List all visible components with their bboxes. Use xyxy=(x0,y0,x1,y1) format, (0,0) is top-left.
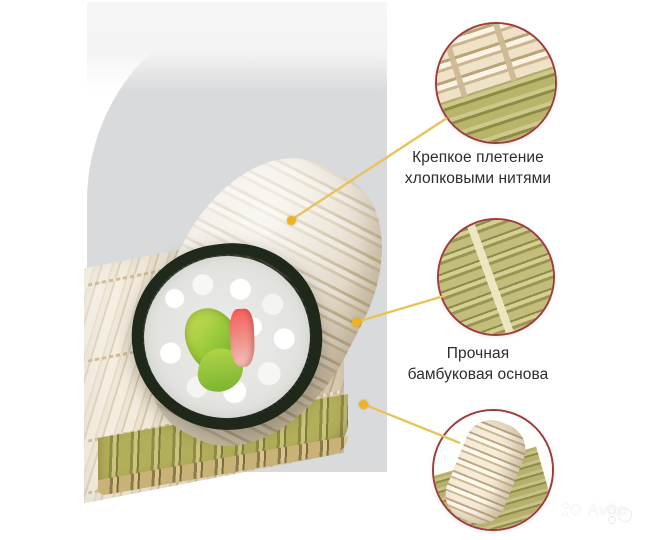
callout-circle-rolled-mat[interactable] xyxy=(432,409,554,531)
avito-logo-outline-icon xyxy=(598,498,632,524)
callout-circle-bamboo-base[interactable] xyxy=(437,218,555,336)
avito-watermark: Avito xyxy=(562,500,627,520)
background-blob-fade xyxy=(87,2,387,92)
main-product-photo xyxy=(84,125,418,504)
callout-label-weave: Крепкое плетение хлопковыми нитями xyxy=(404,149,552,187)
avito-logo-icon xyxy=(562,501,582,519)
callout-label-bamboo-base: Прочная бамбуковая основа xyxy=(407,345,549,383)
callout-circle-weave[interactable] xyxy=(435,22,557,144)
connector-dot-rolled-mat xyxy=(359,400,368,409)
connector-dot-weave xyxy=(287,216,296,225)
connector-dot-bamboo-base xyxy=(352,318,361,327)
bamboo-base-seam xyxy=(439,220,553,334)
